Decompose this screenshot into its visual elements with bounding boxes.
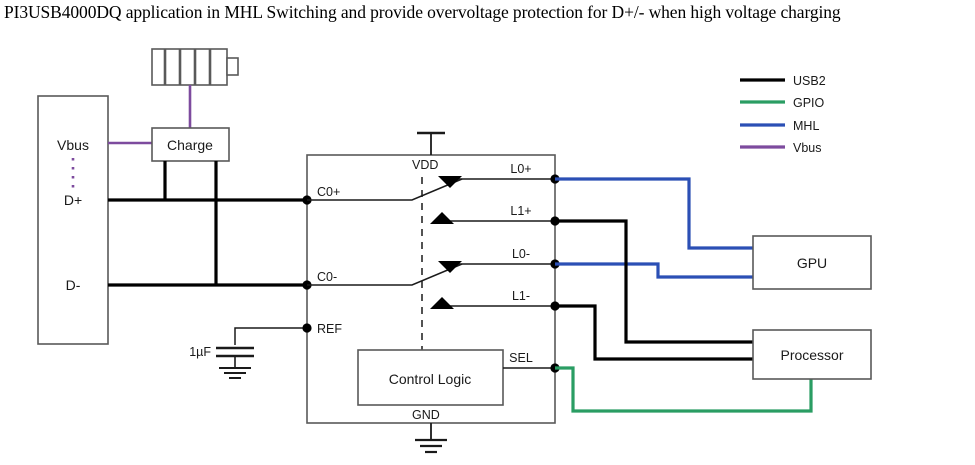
processor-block-label: Processor	[780, 347, 843, 363]
wire-l1minus-to-processor	[555, 304, 753, 361]
page-title: PI3USB4000DQ application in MHL Switchin…	[4, 2, 841, 22]
capacitor-value-label: 1µF	[189, 345, 211, 359]
legend-label-vbus: Vbus	[793, 141, 822, 155]
ic-pin-label-vdd: VDD	[412, 158, 438, 172]
ic-pin-label-l0minus: L0-	[512, 247, 530, 261]
legend-label-gpio: GPIO	[793, 96, 825, 110]
wire-l1plus-to-processor	[555, 219, 753, 344]
ic-pin-label-l1plus: L1+	[510, 204, 531, 218]
ic-pin-label-ref: REF	[317, 322, 342, 336]
control-logic-label: Control Logic	[389, 371, 472, 387]
usb-connector-block	[37, 95, 109, 345]
wire-l0minus-to-gpu	[555, 262, 753, 279]
gnd-symbol	[415, 423, 447, 454]
gpu-block	[752, 235, 872, 290]
ic-pin-label-c0plus: C0+	[317, 185, 340, 199]
charge-block-label: Charge	[167, 137, 213, 153]
connector-pin-label-dminus: D-	[66, 277, 81, 293]
switch-arrowhead-l0minus	[438, 261, 462, 273]
capacitor-symbol	[216, 346, 254, 379]
wire-l0plus-to-gpu	[555, 177, 753, 250]
vdd-supply-symbol	[417, 131, 445, 155]
ic-pin-label-l1minus: L1-	[512, 289, 530, 303]
processor-block	[752, 329, 872, 380]
ic-pin-label-gnd: GND	[412, 408, 440, 422]
switch-arrowhead-l1minus	[430, 297, 454, 309]
wire-ref-to-cap	[234, 327, 307, 345]
switch-arrowhead-l1plus	[430, 212, 454, 224]
ic-pin-label-l0plus: L0+	[510, 162, 531, 176]
ic-pin-label-c0minus: C0-	[317, 270, 337, 284]
switch-arm-c0minus	[307, 263, 463, 286]
ic-pin-label-sel: SEL	[509, 351, 533, 365]
legend: USB2 GPIO MHL Vbus	[740, 74, 826, 155]
charge-block	[151, 127, 230, 162]
connector-pin-label-dplus: D+	[64, 192, 82, 208]
wire-sel-to-processor	[555, 366, 813, 413]
battery-icon	[151, 48, 239, 86]
legend-label-usb2: USB2	[793, 74, 826, 88]
gpu-block-label: GPU	[797, 255, 827, 271]
switch-arrowhead-l0plus	[438, 176, 462, 188]
control-logic-block	[357, 349, 504, 406]
switch-arm-c0plus	[307, 178, 463, 201]
ic-pin-dot-ref	[302, 323, 312, 333]
legend-label-mhl: MHL	[793, 119, 819, 133]
connector-pin-label-vbus: Vbus	[57, 137, 89, 153]
